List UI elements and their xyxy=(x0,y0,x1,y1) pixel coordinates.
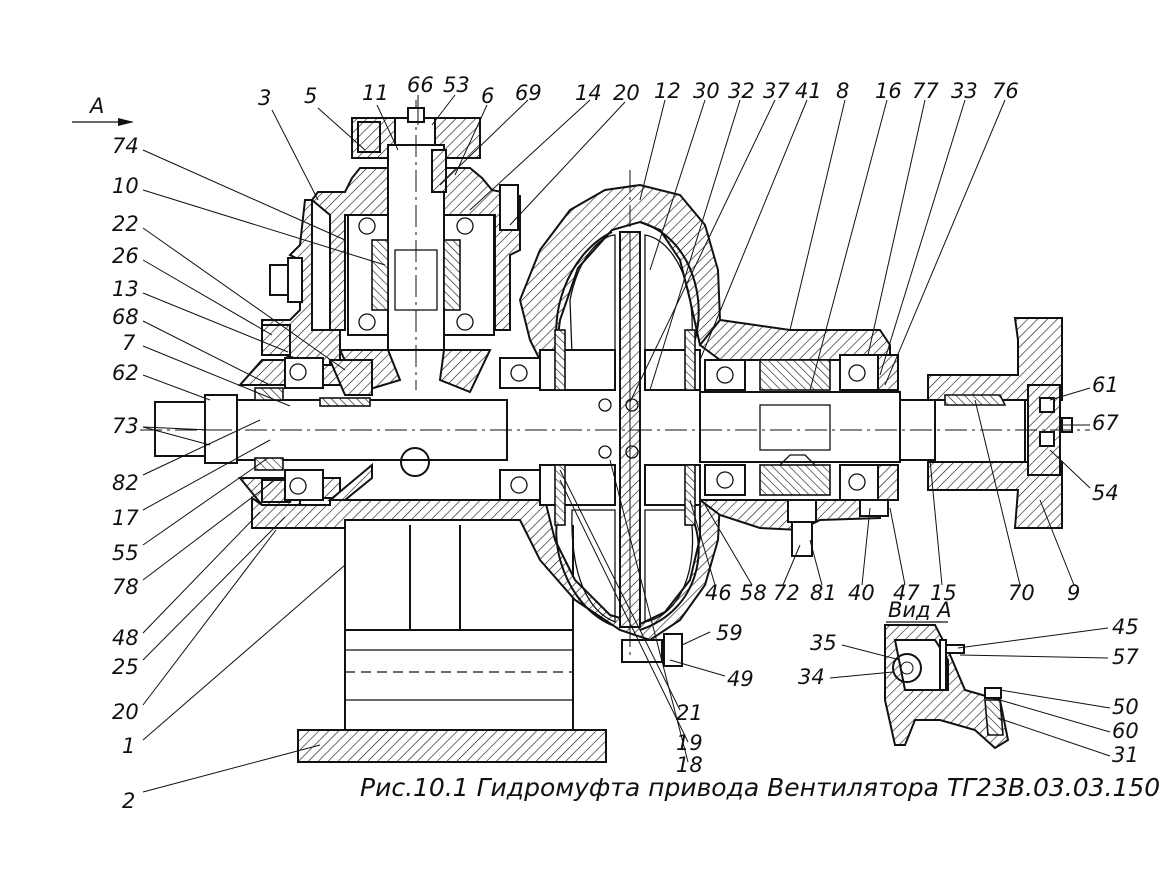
label-bottom: 21 xyxy=(676,701,703,725)
label-top: 41 xyxy=(795,79,822,103)
view-a-title: Вид А xyxy=(888,598,952,622)
label-top: 77 xyxy=(912,79,939,103)
label-view-a: 34 xyxy=(798,665,825,689)
label-left: 48 xyxy=(112,626,139,650)
base-foot xyxy=(297,525,607,763)
label-left: 13 xyxy=(112,277,139,301)
label-top: 30 xyxy=(693,79,720,103)
view-marker-a: A xyxy=(72,94,134,126)
label-left: 74 xyxy=(112,134,139,158)
label-top: 14 xyxy=(575,81,602,105)
label-top: 53 xyxy=(443,73,470,97)
label-bottom: 59 xyxy=(716,621,743,645)
label-left: 7 xyxy=(122,331,136,355)
label-left: 68 xyxy=(112,305,139,329)
label-top: 8 xyxy=(836,79,849,103)
coupling-casing xyxy=(499,183,722,631)
label-top: 69 xyxy=(515,81,542,105)
part-labels: 3 5 11 66 53 6 69 14 20 12 30 32 37 41 8… xyxy=(112,73,1139,813)
label-top: 12 xyxy=(654,79,681,103)
label-right: 67 xyxy=(1092,411,1119,435)
label-left: 20 xyxy=(112,700,139,724)
label-top: 6 xyxy=(481,84,494,108)
view-a-inset: Вид А xyxy=(884,598,1010,750)
label-top: 5 xyxy=(304,84,317,108)
leader-lines xyxy=(142,94,1111,793)
label-left: 82 xyxy=(112,471,139,495)
label-bottom: 58 xyxy=(740,581,767,605)
figure-caption: Рис.10.1 Гидромуфта привода Вентилятора … xyxy=(360,773,1160,802)
label-left: 1 xyxy=(122,734,135,758)
label-view-a: 35 xyxy=(810,631,837,655)
view-marker-letter: A xyxy=(88,94,104,118)
vertical-pinion-shaft xyxy=(269,100,519,394)
label-top: 37 xyxy=(763,79,790,103)
label-bottom: 19 xyxy=(676,731,703,755)
label-left: 55 xyxy=(112,541,139,565)
label-right: 61 xyxy=(1092,373,1119,397)
label-top: 33 xyxy=(951,79,978,103)
label-bottom: 18 xyxy=(676,753,703,777)
label-top: 76 xyxy=(992,79,1019,103)
label-top: 66 xyxy=(407,73,434,97)
label-top: 20 xyxy=(613,81,640,105)
label-bottom: 46 xyxy=(705,581,732,605)
label-bottom: 47 xyxy=(893,581,920,605)
label-bottom: 81 xyxy=(810,581,837,605)
label-top: 32 xyxy=(728,79,755,103)
output-bearing-housing xyxy=(698,318,901,557)
label-left: 10 xyxy=(112,174,139,198)
label-bottom: 9 xyxy=(1067,581,1080,605)
label-view-a: 57 xyxy=(1112,645,1139,669)
output-half-coupling xyxy=(899,317,1073,529)
label-left: 62 xyxy=(112,361,139,385)
label-view-a: 45 xyxy=(1112,615,1139,639)
label-bottom: 15 xyxy=(930,581,957,605)
label-left: 73 xyxy=(112,414,139,438)
label-bottom: 40 xyxy=(848,581,875,605)
label-bottom: 72 xyxy=(773,581,800,605)
label-left: 26 xyxy=(112,244,139,268)
label-left: 2 xyxy=(122,789,135,813)
label-right: 54 xyxy=(1092,481,1119,505)
label-left: 17 xyxy=(112,506,139,530)
label-bottom: 70 xyxy=(1008,581,1035,605)
label-bottom: 49 xyxy=(727,667,754,691)
label-left: 25 xyxy=(112,655,139,679)
label-view-a: 50 xyxy=(1112,695,1139,719)
label-top: 3 xyxy=(258,86,271,110)
label-view-a: 31 xyxy=(1112,743,1139,767)
label-view-a: 60 xyxy=(1112,719,1139,743)
label-left: 78 xyxy=(112,575,139,599)
label-top: 16 xyxy=(875,79,902,103)
label-left: 22 xyxy=(112,212,139,236)
label-top: 11 xyxy=(362,81,389,105)
